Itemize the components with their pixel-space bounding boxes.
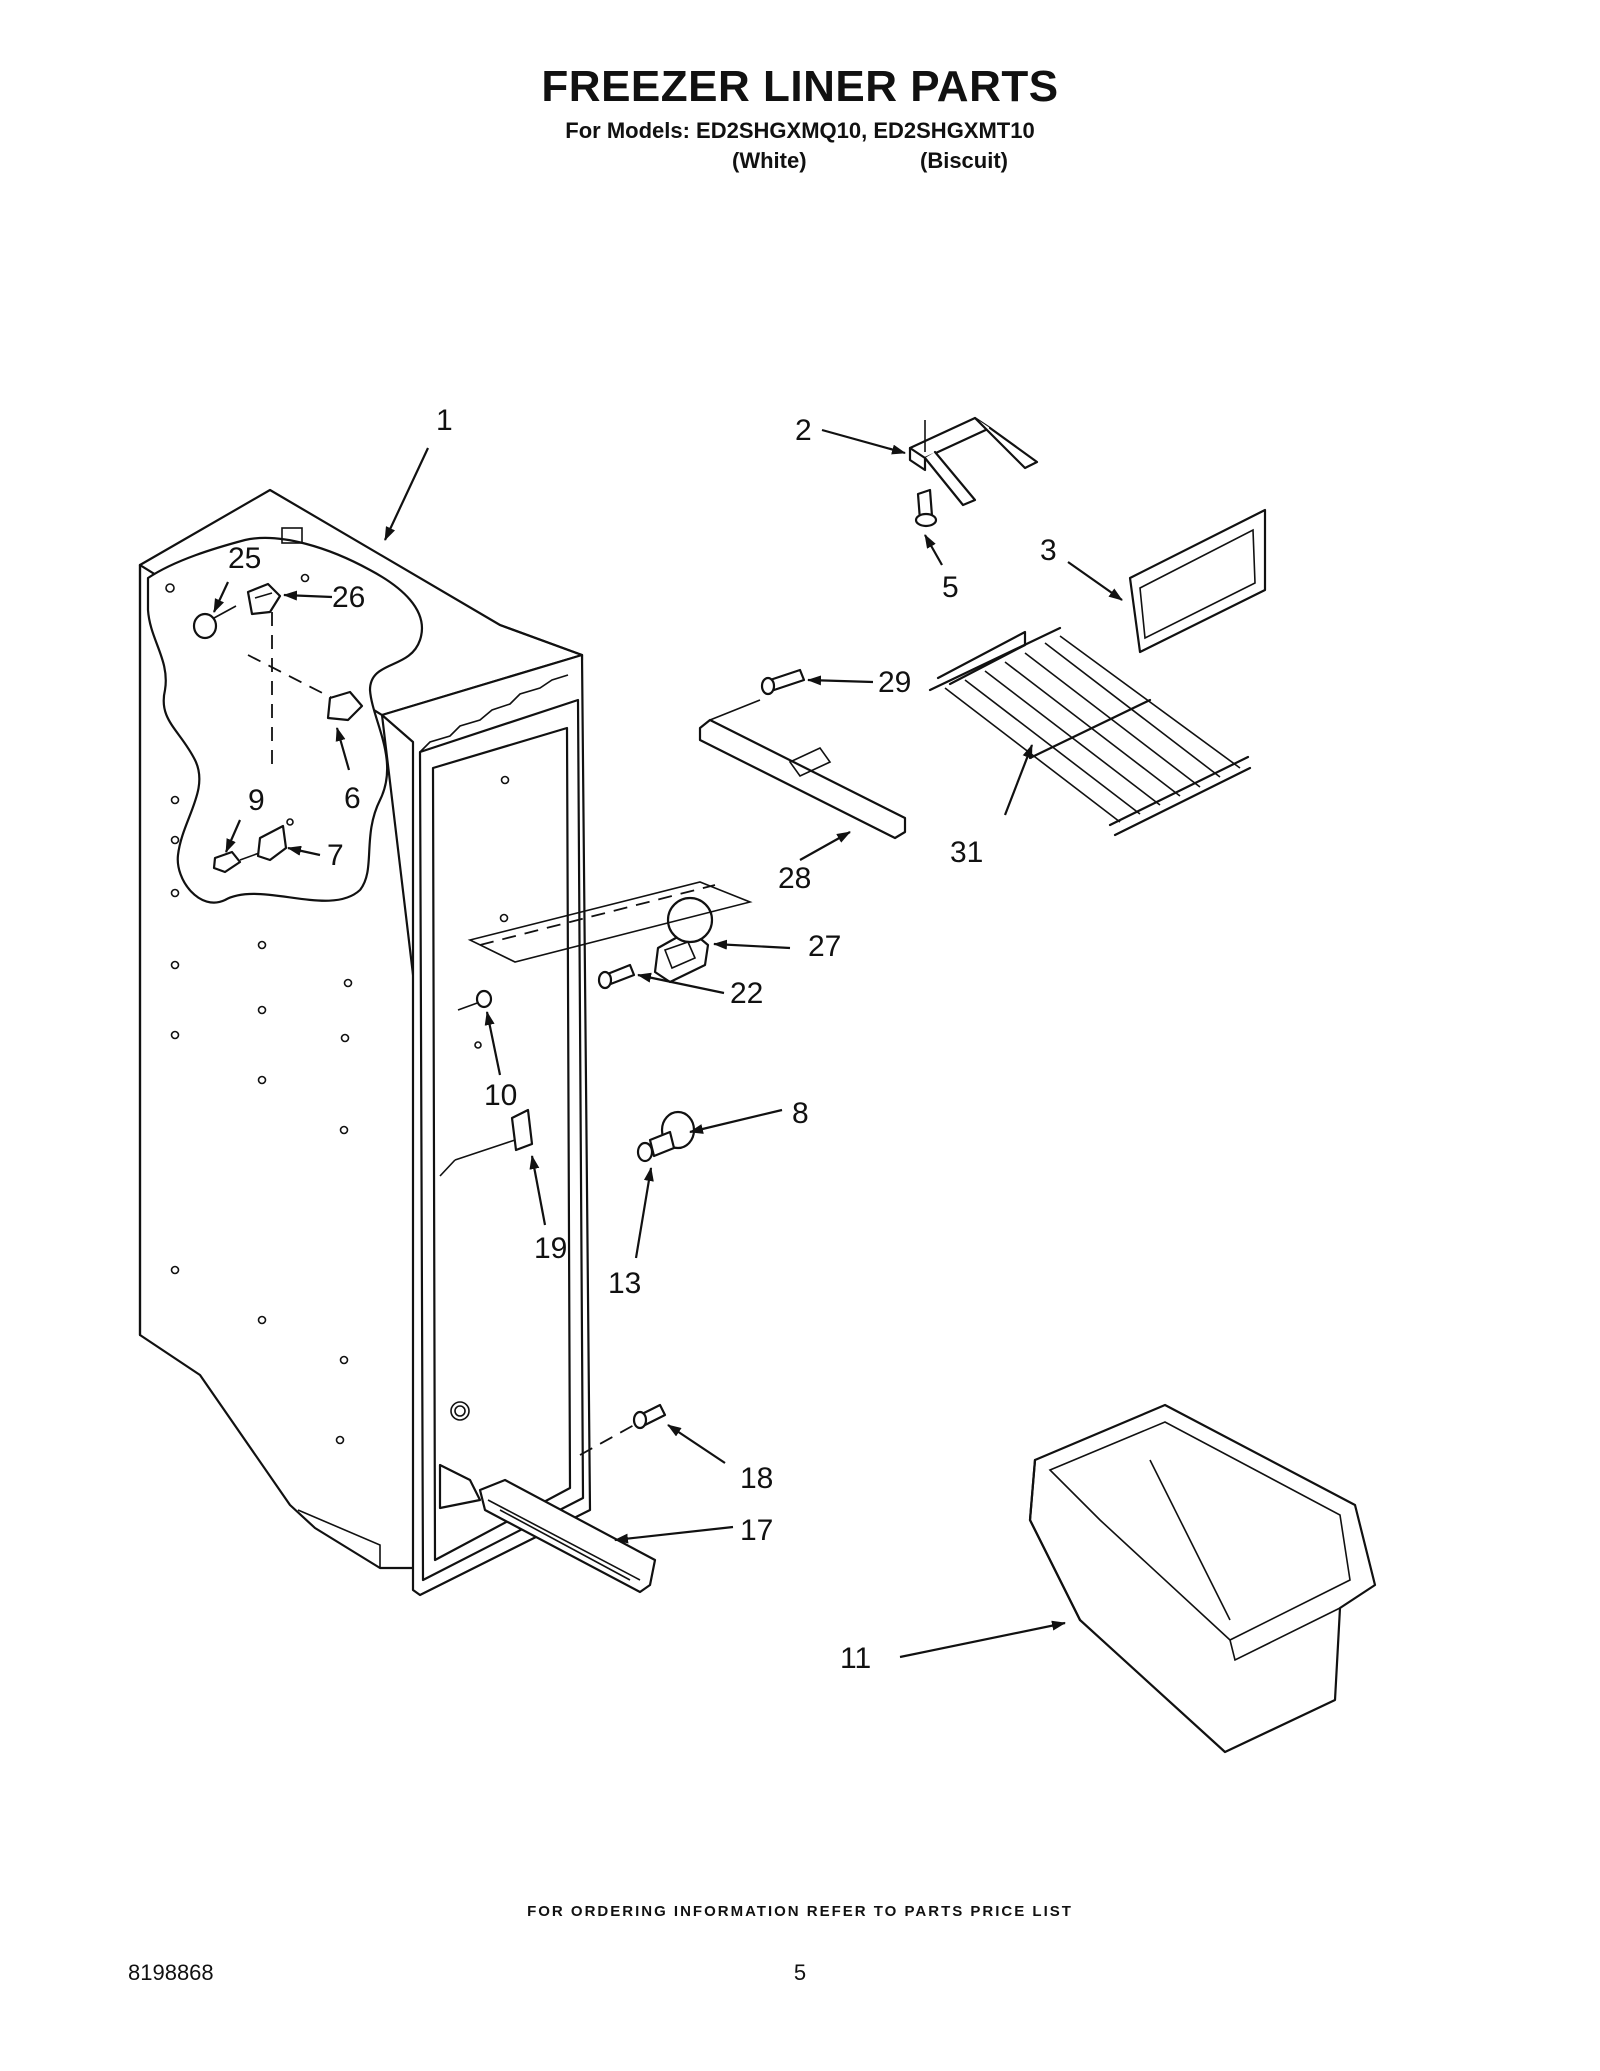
bracket-part-2 bbox=[908, 416, 1039, 507]
models-line: For Models: ED2SHGXMQ10, ED2SHGXMT10 bbox=[565, 118, 1035, 143]
screw-22 bbox=[597, 963, 636, 990]
variant-biscuit: (Biscuit) bbox=[920, 148, 1008, 173]
callout-arrows bbox=[213, 428, 1123, 1659]
callout-5: 5 bbox=[942, 571, 959, 604]
grille-17 bbox=[478, 1414, 657, 1594]
ice-bin-11 bbox=[1028, 1403, 1377, 1754]
callout-labels: 1 2 3 5 6 7 8 9 10 11 13 17 18 19 22 25 … bbox=[228, 404, 1057, 1675]
screw-13 bbox=[636, 1141, 654, 1163]
clip-6 bbox=[247, 654, 364, 722]
page-number: 5 bbox=[793, 1960, 807, 1985]
callout-29: 29 bbox=[878, 666, 911, 699]
ordering-note: FOR ORDERING INFORMATION REFER TO PARTS … bbox=[527, 1903, 1073, 1920]
callout-7: 7 bbox=[327, 839, 344, 872]
wire-shelf-31 bbox=[928, 626, 1252, 837]
lamp-socket-26 bbox=[246, 582, 282, 770]
liner-holes bbox=[165, 573, 510, 1445]
callout-2: 2 bbox=[795, 414, 812, 447]
shelf-support-28 bbox=[698, 699, 907, 840]
callout-13: 13 bbox=[608, 1267, 641, 1300]
callout-1: 1 bbox=[436, 404, 453, 437]
bracket-7 bbox=[256, 818, 294, 862]
screw-29 bbox=[760, 668, 806, 696]
cover-part-3 bbox=[1128, 508, 1267, 654]
callout-11: 11 bbox=[840, 1642, 871, 1675]
callout-18: 18 bbox=[740, 1462, 773, 1495]
variant-white: (White) bbox=[732, 148, 807, 173]
freezer-liner-part bbox=[138, 488, 592, 1597]
thermostat-bulb-25 bbox=[192, 605, 237, 640]
callout-27: 27 bbox=[808, 930, 841, 963]
callout-17: 17 bbox=[740, 1514, 773, 1547]
callout-22: 22 bbox=[730, 977, 763, 1010]
screw-18 bbox=[632, 1403, 667, 1430]
page-title: FREEZER LINER PARTS bbox=[541, 62, 1059, 111]
document-number: 8198868 bbox=[128, 1960, 214, 1985]
switch-19 bbox=[439, 1108, 534, 1177]
callout-28: 28 bbox=[778, 862, 811, 895]
plug-10 bbox=[457, 989, 493, 1011]
callout-26: 26 bbox=[332, 581, 365, 614]
callout-25: 25 bbox=[228, 542, 261, 575]
callout-3: 3 bbox=[1040, 534, 1057, 567]
callout-6: 6 bbox=[344, 782, 361, 815]
screw-part-5 bbox=[914, 488, 938, 528]
callout-9: 9 bbox=[248, 784, 265, 817]
callout-31: 31 bbox=[950, 836, 983, 869]
callout-8: 8 bbox=[792, 1097, 809, 1130]
stop-8 bbox=[648, 1110, 696, 1158]
callout-19: 19 bbox=[534, 1232, 567, 1265]
callout-10: 10 bbox=[484, 1079, 517, 1112]
hinge-cam-27 bbox=[467, 881, 753, 984]
